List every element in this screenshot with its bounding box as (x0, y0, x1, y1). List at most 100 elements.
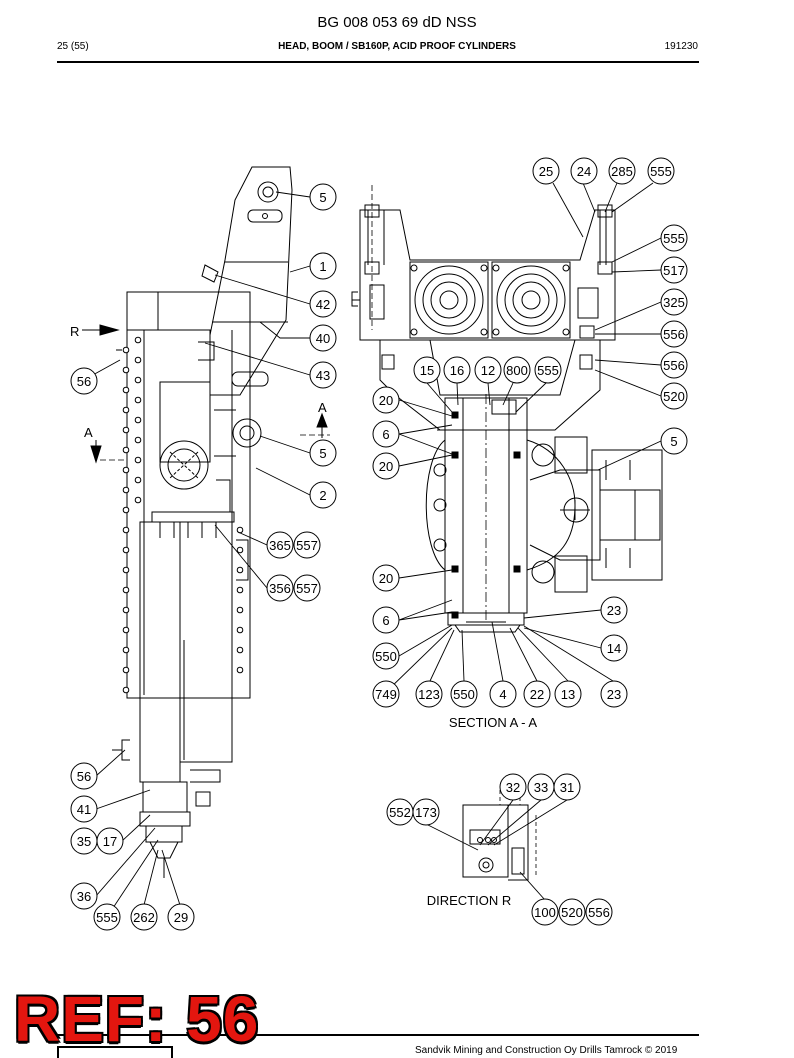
callout-17-text: 17 (103, 834, 117, 849)
callout-556-text: 556 (588, 905, 610, 920)
callout-749: 749 (372, 680, 400, 708)
callout-2-text: 2 (319, 488, 326, 503)
callout-100-text: 100 (534, 905, 556, 920)
callout-22: 22 (523, 680, 551, 708)
callout-13: 13 (554, 680, 582, 708)
callout-20-text: 20 (379, 571, 393, 586)
callout-56-text: 56 (77, 374, 91, 389)
callout-557: 557 (293, 531, 321, 559)
callout-6-text: 6 (382, 427, 389, 442)
section-a-a-view (351, 185, 663, 633)
callout-17: 17 (96, 827, 124, 855)
callout-29-text: 29 (174, 910, 188, 925)
callout-262-text: 262 (133, 910, 155, 925)
callout-4: 4 (489, 680, 517, 708)
callout-23: 23 (600, 596, 628, 624)
document-date: 191230 (664, 41, 698, 52)
callout-555: 555 (647, 157, 675, 185)
callout-12: 12 (474, 356, 502, 384)
view-marker-r: R (70, 324, 79, 339)
callout-5: 5 (309, 183, 337, 211)
boom-head-side-view (112, 166, 293, 878)
section-marker-a-left: A (84, 425, 93, 440)
callout-557: 557 (293, 574, 321, 602)
callout-365-text: 365 (269, 538, 291, 553)
callout-29: 29 (167, 903, 195, 931)
page-number: 25 (55) (57, 41, 89, 52)
callout-285-text: 285 (611, 164, 633, 179)
callout-4-text: 4 (499, 687, 506, 702)
callout-5: 5 (309, 439, 337, 467)
callout-520-text: 520 (561, 905, 583, 920)
callout-20: 20 (372, 452, 400, 480)
callout-555-text: 555 (537, 363, 559, 378)
callout-556: 556 (660, 351, 688, 379)
callout-556-text: 556 (663, 327, 685, 342)
callout-12-text: 12 (481, 363, 495, 378)
callout-749-text: 749 (375, 687, 397, 702)
callout-552: 552 (386, 798, 414, 826)
callout-23: 23 (600, 680, 628, 708)
callout-15-text: 15 (420, 363, 434, 378)
direction-caption: DIRECTION R (427, 893, 512, 908)
callout-bubbles: 5 1 42 40 43 56 5 2 365 557 356 557 56 4… (70, 157, 688, 931)
callout-56-text: 56 (77, 769, 91, 784)
callout-123: 123 (415, 680, 443, 708)
callout-325: 325 (660, 288, 688, 316)
callout-42-text: 42 (316, 297, 330, 312)
callout-33-text: 33 (534, 780, 548, 795)
callout-520-text: 520 (663, 389, 685, 404)
copyright-footer: Sandvik Mining and Construction Oy Drill… (415, 1045, 678, 1056)
callout-56: 56 (70, 367, 98, 395)
callout-5-text: 5 (319, 190, 326, 205)
callout-40: 40 (309, 324, 337, 352)
callout-20: 20 (372, 386, 400, 414)
callout-550: 550 (372, 642, 400, 670)
direction-r-view (462, 790, 537, 881)
callout-2: 2 (309, 481, 337, 509)
callout-100: 100 (531, 898, 559, 926)
callout-14-text: 14 (607, 641, 621, 656)
callout-325-text: 325 (663, 295, 685, 310)
callout-550: 550 (450, 680, 478, 708)
callout-25: 25 (532, 157, 560, 185)
callout-41: 41 (70, 795, 98, 823)
callout-16: 16 (443, 356, 471, 384)
callout-555-text: 555 (650, 164, 672, 179)
callout-356: 356 (266, 574, 294, 602)
callout-32-text: 32 (506, 780, 520, 795)
callout-517: 517 (660, 256, 688, 284)
callout-6: 6 (372, 606, 400, 634)
callout-5-text: 5 (319, 446, 326, 461)
callout-556-text: 556 (663, 358, 685, 373)
callout-800: 800 (503, 356, 531, 384)
callout-123-text: 123 (418, 687, 440, 702)
callout-35: 35 (70, 827, 98, 855)
callout-552-text: 552 (389, 805, 411, 820)
page-title: HEAD, BOOM / SB160P, ACID PROOF CYLINDER… (278, 41, 516, 52)
callout-555: 555 (660, 224, 688, 252)
callout-25-text: 25 (539, 164, 553, 179)
callout-555: 555 (534, 356, 562, 384)
callout-555-text: 555 (663, 231, 685, 246)
callout-14: 14 (600, 634, 628, 662)
callout-31-text: 31 (560, 780, 574, 795)
callout-1-text: 1 (319, 259, 326, 274)
callout-40-text: 40 (316, 331, 330, 346)
callout-20-text: 20 (379, 393, 393, 408)
callout-43-text: 43 (316, 368, 330, 383)
callout-5: 5 (660, 427, 688, 455)
callout-36: 36 (70, 882, 98, 910)
section-marker-a-right: A (318, 400, 327, 415)
callout-33: 33 (527, 773, 555, 801)
callout-365: 365 (266, 531, 294, 559)
callout-285: 285 (608, 157, 636, 185)
callout-16-text: 16 (450, 363, 464, 378)
callout-356-text: 356 (269, 581, 291, 596)
reference-stamp: REF: 56 (14, 983, 260, 1055)
callout-32: 32 (499, 773, 527, 801)
callout-41-text: 41 (77, 802, 91, 817)
callout-23-text: 23 (607, 687, 621, 702)
callout-173-text: 173 (415, 805, 437, 820)
callout-31: 31 (553, 773, 581, 801)
